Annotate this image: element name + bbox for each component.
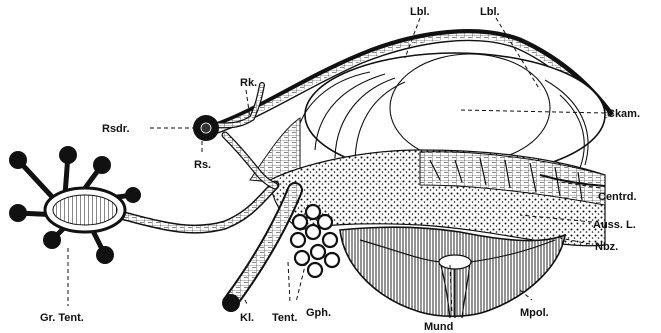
label-rsdr: Rsdr.: [102, 123, 130, 135]
mouth-opening: [439, 255, 471, 269]
label-mpol: Mpol.: [520, 307, 549, 319]
label-gph: Gph.: [306, 307, 331, 319]
label-auss-l: Auss. L.: [593, 219, 636, 231]
label-tent: Tent.: [272, 312, 297, 324]
label-lbl-right: Lbl.: [480, 6, 500, 18]
label-nbz: Nbz.: [595, 241, 618, 253]
stem-inner: [120, 185, 275, 229]
manubrium: [340, 227, 565, 316]
label-ckam: Ckam.: [607, 108, 640, 120]
label-rs: Rs.: [194, 159, 211, 171]
label-mund: Mund: [424, 321, 453, 333]
small-tentacle-tip: [222, 294, 240, 312]
small-tentacle-inner: [232, 190, 295, 300]
label-centrd: Centrd.: [598, 191, 637, 203]
large-tentacle: [9, 146, 141, 264]
label-lbl-left: Lbl.: [410, 6, 430, 18]
label-gr-tent: Gr. Tent.: [40, 312, 84, 324]
label-kl: Kl.: [240, 312, 254, 324]
label-rk: Rk.: [240, 77, 257, 89]
